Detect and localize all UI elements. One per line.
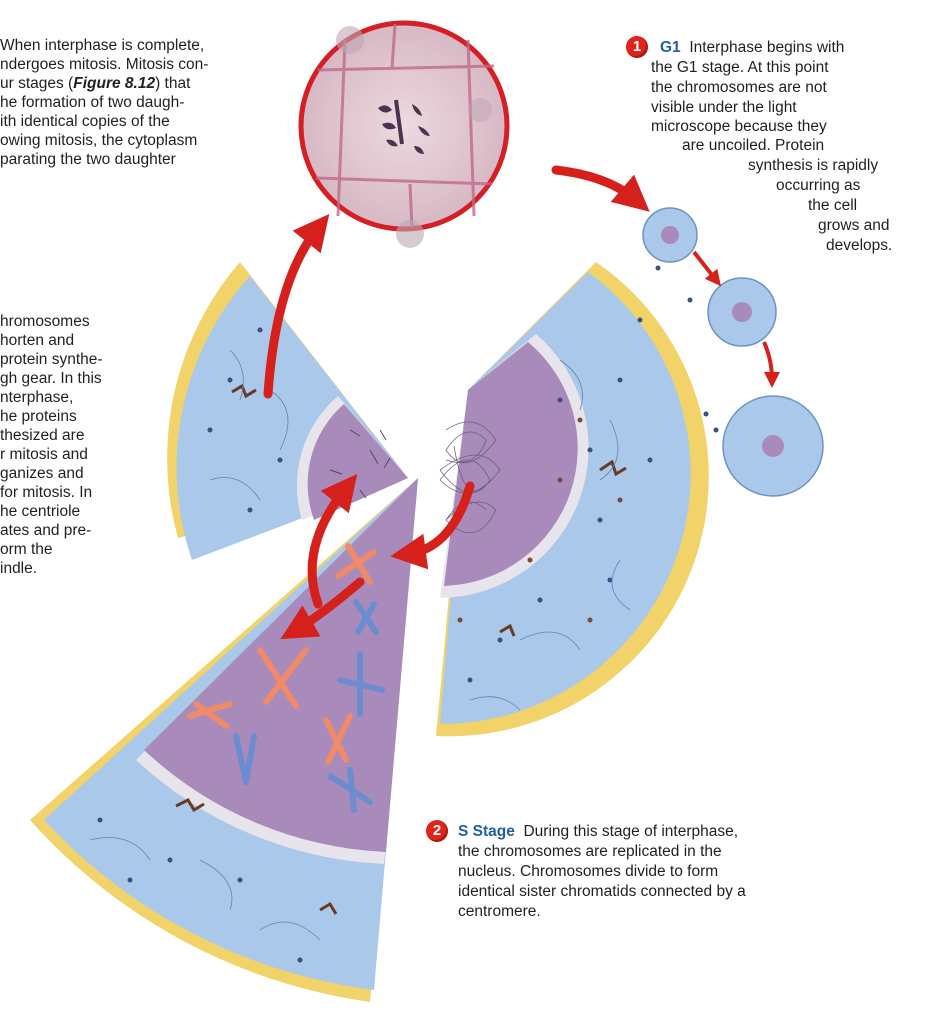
s-stage-line: centromere. <box>458 902 541 921</box>
step-2-badge: 2 <box>426 820 448 842</box>
microscope-photo <box>301 23 507 248</box>
arrow-to-g1 <box>556 170 636 200</box>
s-stage-title: S Stage <box>458 823 515 840</box>
g2-line: for mitosis. In <box>0 483 103 502</box>
g2-line: indle. <box>0 559 103 578</box>
g1-line: visible under the light <box>651 98 797 117</box>
intro-line: he formation of two daugh- <box>0 93 208 112</box>
step-1-badge: 1 <box>626 36 648 58</box>
s-stage-line: the chromosomes are replicated in the <box>458 842 722 861</box>
intro-line-text: ur stages ( <box>0 75 73 92</box>
g2-line: thesized are <box>0 426 103 445</box>
s-stage-line: During this stage of interphase, <box>523 823 738 840</box>
g2-line: gh gear. In this <box>0 369 103 388</box>
intro-line: ndergoes mitosis. Mitosis con- <box>0 55 208 74</box>
intro-line: ur stages (Figure 8.12) that <box>0 74 208 93</box>
intro-paragraph: When interphase is complete, ndergoes mi… <box>0 36 208 169</box>
interphase-wedge-left <box>167 262 408 560</box>
g2-line: ganizes and <box>0 464 103 483</box>
g1-line: the cell <box>808 196 857 215</box>
g1-line: synthesis is rapidly <box>748 156 878 175</box>
g2-line: hromosomes <box>0 312 103 331</box>
intro-line: ith identical copies of the <box>0 112 208 131</box>
g2-paragraph: hromosomes horten and protein synthe- gh… <box>0 312 103 578</box>
g2-line: horten and <box>0 331 103 350</box>
g1-line: the chromosomes are not <box>651 78 827 97</box>
g2-line: nterphase, <box>0 388 103 407</box>
g1-title: G1 <box>660 39 681 56</box>
s-stage-line-first: S Stage During this stage of interphase, <box>458 822 738 841</box>
g1-line: are uncoiled. Protein <box>682 136 824 155</box>
g1-line: develops. <box>826 236 892 255</box>
g1-line: the G1 stage. At this point <box>651 58 829 77</box>
intro-line: parating the two daughter <box>0 150 208 169</box>
g2-line: he centriole <box>0 502 103 521</box>
intro-line: owing mitosis, the cytoplasm <box>0 131 208 150</box>
g1-line: occurring as <box>776 176 860 195</box>
g1-line-first: G1 Interphase begins with <box>660 38 844 57</box>
g2-line: r mitosis and <box>0 445 103 464</box>
s-stage-line: nucleus. Chromosomes divide to form <box>458 862 718 881</box>
s-stage-line: identical sister chromatids connected by… <box>458 882 746 901</box>
g2-line: ates and pre- <box>0 521 103 540</box>
g1-line: microscope because they <box>651 117 827 136</box>
g2-line: he proteins <box>0 407 103 426</box>
intro-line: When interphase is complete, <box>0 36 208 55</box>
g2-line: orm the <box>0 540 103 559</box>
intro-line-suffix: ) that <box>155 75 190 92</box>
interphase-wedge-right <box>436 262 719 736</box>
g2-line: protein synthe- <box>0 350 103 369</box>
g1-line: Interphase begins with <box>689 39 844 56</box>
figure-reference: Figure 8.12 <box>73 75 155 92</box>
g1-line: grows and <box>818 216 890 235</box>
